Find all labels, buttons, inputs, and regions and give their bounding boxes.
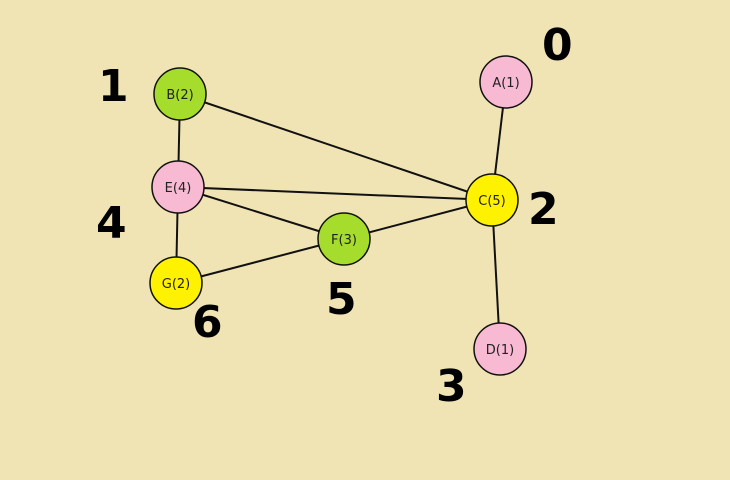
node-f: F(3): [317, 212, 371, 266]
node-c: C(5): [465, 173, 519, 227]
node-e: E(4): [151, 160, 205, 214]
node-b: B(2): [153, 67, 207, 121]
annotation-c: 2: [528, 184, 559, 235]
edge-e-c: [177, 186, 493, 201]
annotation-g: 6: [192, 297, 223, 348]
node-circle: [465, 173, 519, 227]
node-d: D(1): [473, 322, 527, 376]
annotation-e: 4: [96, 198, 127, 249]
node-circle: [317, 212, 371, 266]
node-circle: [153, 67, 207, 121]
node-label: E(4): [165, 181, 192, 196]
node-circle: [151, 160, 205, 214]
node-label: G(2): [162, 277, 191, 292]
node-label: F(3): [331, 233, 357, 248]
node-circle: [479, 55, 533, 109]
node-label: D(1): [486, 343, 514, 358]
annotations-layer: 0 1 2 3 4 5 6: [96, 20, 573, 412]
edge-b-c: [179, 93, 493, 201]
node-circle: [473, 322, 527, 376]
annotation-a: 0: [542, 20, 573, 71]
nodes-layer: A(1) B(2) C(5) D(1) E(4) F(3) G(2): [149, 55, 533, 376]
edge-e-f: [177, 186, 345, 240]
edge-g-f: [175, 238, 345, 284]
node-label: A(1): [492, 76, 519, 91]
annotation-d: 3: [436, 361, 467, 412]
annotation-f: 5: [326, 274, 357, 325]
node-a: A(1): [479, 55, 533, 109]
node-label: C(5): [478, 194, 506, 209]
node-circle: [149, 256, 203, 310]
node-label: B(2): [166, 88, 193, 103]
annotation-b: 1: [98, 61, 129, 112]
node-g: G(2): [149, 256, 203, 310]
